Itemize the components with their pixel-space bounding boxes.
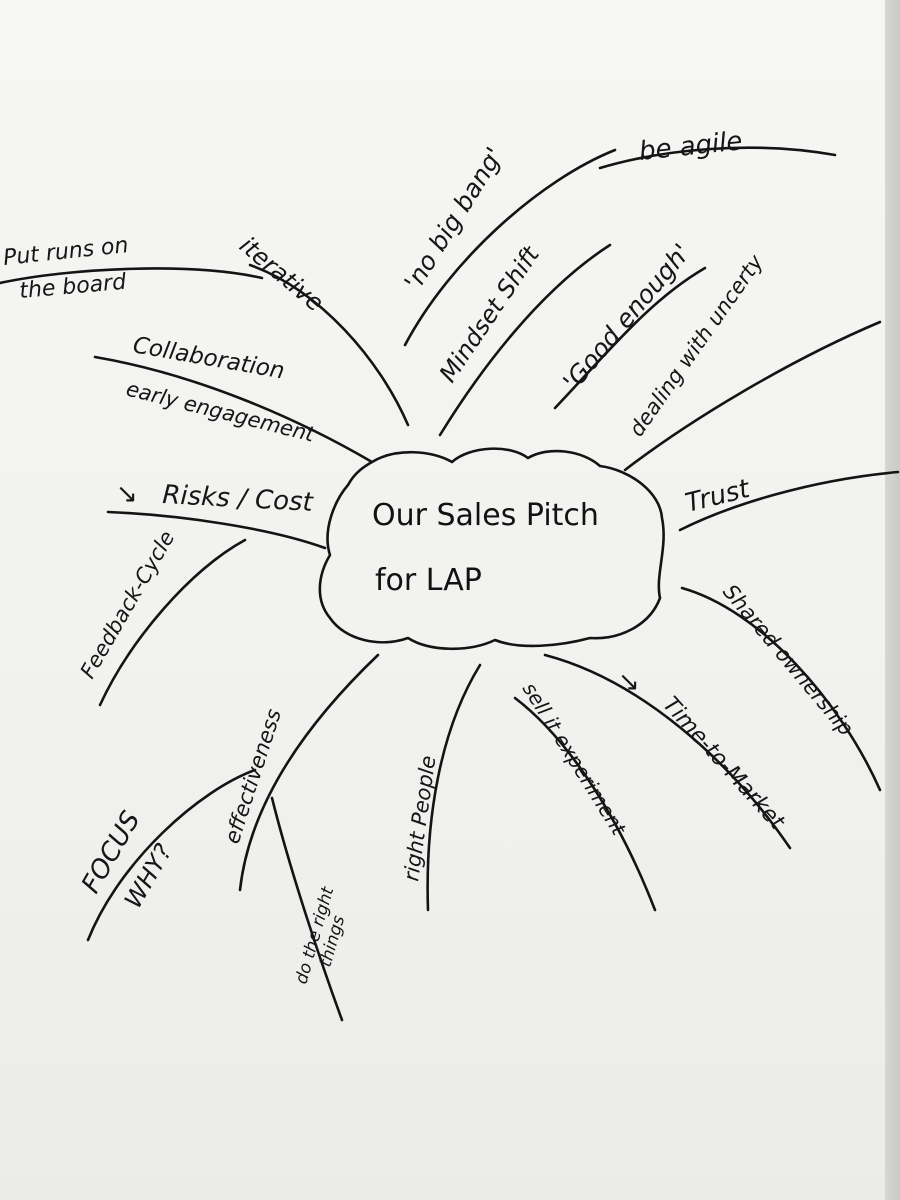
label-feedback-cycle: Feedback-Cycle	[76, 527, 180, 683]
branch-line-effectiveness	[238, 653, 380, 892]
branch-line-uncertainty	[623, 320, 882, 472]
branch-line-be-agile	[598, 146, 837, 170]
label-risks-arrow: ↘	[116, 479, 138, 509]
label-put-runs-line1: Put runs on	[2, 233, 130, 271]
label-be-agile: be agile	[638, 126, 744, 167]
label-time-to-market: Time-to-Market	[658, 692, 791, 835]
branch-line-sell-experiment	[513, 696, 657, 912]
label-sell-experiment: sell it experiment	[518, 678, 632, 840]
wall-edge	[885, 0, 900, 1200]
center-title-line2: for LAP	[375, 563, 482, 598]
center-cloud-outline	[318, 447, 665, 651]
branch-line-focus	[86, 768, 257, 942]
label-effectiveness: effectiveness	[220, 706, 286, 847]
label-time-arrow: ↘	[618, 667, 640, 697]
branch-line-right-people	[426, 663, 482, 912]
branch-line-iterative	[248, 263, 410, 427]
branch-line-no-big-bang	[403, 148, 617, 347]
label-early-engagement: early engagement	[124, 377, 318, 447]
branch-line-put-runs	[0, 267, 264, 285]
branch-line-mindset	[438, 243, 612, 437]
label-right-people: right People	[399, 754, 440, 883]
label-risks-cost: Risks / Cost	[162, 480, 315, 518]
branch-line-do-right	[270, 796, 344, 1022]
branch-line-shared	[680, 586, 882, 792]
branch-line-trust	[678, 470, 900, 532]
label-shared-ownership: Shared ownership	[718, 580, 858, 740]
branch-line-collaboration	[93, 355, 374, 464]
branch-line-risks	[106, 510, 327, 550]
branch-line-good-enough	[553, 266, 707, 410]
branch-line-time-market	[543, 653, 792, 850]
center-title-line1: Our Sales Pitch	[372, 498, 599, 533]
label-collaboration: Collaboration	[131, 332, 286, 384]
branch-line-feedback	[98, 538, 247, 707]
label-put-runs-line2: the board	[18, 270, 128, 304]
